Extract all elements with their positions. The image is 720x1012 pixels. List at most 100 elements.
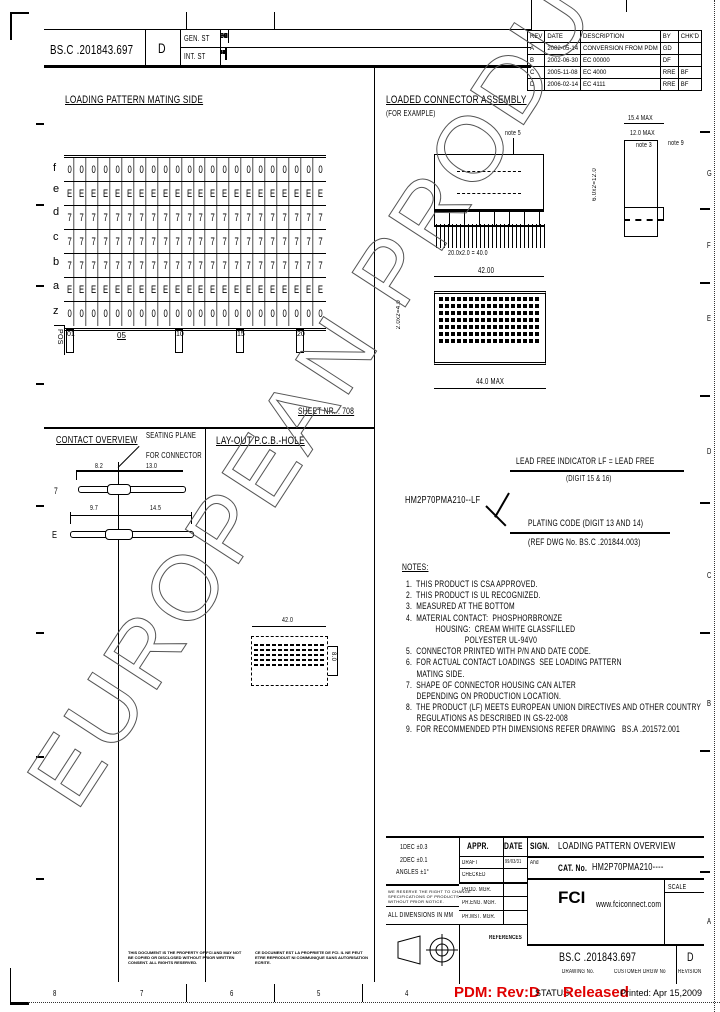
pattern-cell: 0 — [126, 302, 134, 326]
margin-tick — [700, 282, 710, 284]
pattern-cell: 0 — [197, 302, 206, 326]
pattern-cell: 0 — [293, 158, 302, 181]
header-tick — [274, 12, 275, 30]
status-code-cell: 86 — [220, 47, 227, 60]
lead-free-digits: (DIGIT 15 & 16) — [566, 474, 612, 483]
header-tick — [531, 0, 532, 30]
pattern-cell: 0 — [221, 158, 230, 181]
margin-tick — [36, 285, 44, 287]
by: GD — [659, 42, 679, 55]
pattern-cell: E — [149, 182, 158, 205]
date-column: DATE — [503, 838, 528, 924]
position-marker: 01 — [66, 329, 75, 353]
pattern-cell: 0 — [209, 158, 218, 181]
dimension-line — [252, 626, 326, 627]
int-st-label: INT. ST — [184, 52, 206, 61]
confidential-note: WE RESERVE THE RIGHT TO CHANGE SPECIFICA… — [388, 889, 471, 904]
side-dim-max: 15.4 MAX — [628, 115, 653, 122]
pattern-cell: 0 — [318, 164, 323, 176]
rev: D — [526, 78, 546, 91]
pattern-cell: E — [126, 278, 134, 301]
pattern-cell: 7 — [90, 206, 99, 229]
callout-line — [510, 532, 670, 534]
hole-row — [254, 664, 325, 666]
pattern-cell: 7 — [185, 230, 194, 253]
plating-code: PLATING CODE (DIGIT 13 AND 14) — [528, 518, 644, 528]
pattern-cell: 7 — [221, 254, 230, 277]
margin-tick — [36, 505, 44, 507]
pattern-cell: E — [197, 182, 206, 205]
pos-label: POS — [56, 329, 63, 345]
pattern-cell: 0 — [281, 158, 290, 181]
status-code-cell: 80 — [220, 30, 229, 43]
company-website[interactable]: www.fciconnect.com — [596, 899, 662, 909]
margin-tick — [700, 502, 710, 504]
pattern-cell: E — [293, 182, 302, 205]
hole-row — [254, 649, 325, 651]
lead-free-indicator: LEAD FREE INDICATOR LF = LEAD FREE — [516, 456, 655, 466]
pattern-cell: E — [114, 278, 122, 301]
pattern-cell: 0 — [102, 158, 111, 181]
note-item: 7. SHAPE OF CONNECTOR HOUSING CAN ALTER — [406, 679, 577, 690]
pattern-cell: E — [102, 278, 111, 301]
dimension-line — [76, 470, 183, 472]
width-dimension: 42.00 — [478, 266, 495, 275]
section-divider — [205, 429, 206, 982]
pattern-cell: E — [257, 182, 266, 205]
margin-tick — [36, 632, 44, 634]
pattern-cell: 7 — [102, 230, 111, 253]
dimension-bracket — [328, 646, 338, 676]
pattern-cell: E — [78, 278, 87, 301]
pattern-cell: 7 — [78, 206, 87, 229]
divider — [459, 896, 527, 897]
seating-plane-label: SEATING PLANE — [146, 431, 197, 440]
pattern-cell: 7 — [209, 230, 218, 253]
pattern-cell: 7 — [305, 230, 314, 253]
gen-st-label: GEN. ST — [184, 34, 210, 43]
note-item: 6. FOR ACTUAL CONTACT LOADINGS SEE LOADI… — [406, 657, 622, 668]
legal-text-left: THIS DOCUMENT IS THE PROPERTY OF FCI AND… — [128, 950, 242, 965]
pattern-cell: 0 — [66, 302, 75, 326]
by: DF — [659, 54, 679, 67]
border-row-label: D — [707, 447, 712, 456]
col-by: BY — [659, 30, 679, 43]
pattern-cell: 0 — [269, 158, 278, 181]
for-connector-label: FOR CONNECTOR — [146, 451, 202, 460]
divider — [527, 838, 528, 946]
divider — [527, 856, 704, 858]
section-divider — [374, 68, 375, 430]
pattern-cell: 7 — [126, 230, 134, 253]
border-col-divider — [186, 984, 187, 1002]
border-col-label: 5 — [317, 989, 321, 998]
divider — [676, 944, 677, 984]
section-divider — [44, 427, 374, 429]
divider — [220, 47, 221, 65]
pattern-cell: E — [257, 278, 266, 301]
pattern-cell: 0 — [257, 158, 266, 181]
pattern-cell: E — [149, 278, 158, 301]
note-item: REGULATIONS AS DESCRIBED IN GS-22-008 — [406, 713, 568, 724]
pattern-cell: 7 — [114, 254, 122, 277]
pattern-cell: 7 — [102, 206, 111, 229]
references-label: REFERENCES — [489, 935, 523, 941]
corner-mark-bottom-left — [10, 968, 29, 1005]
pattern-cell: E — [305, 278, 314, 301]
pattern-cell: E — [185, 278, 194, 301]
divider — [220, 30, 221, 47]
contact-crimp — [105, 529, 133, 540]
side-vertical-dim: 6.0x2=12.0 — [592, 168, 598, 201]
chkd: BF — [677, 66, 703, 79]
pattern-cell: 0 — [233, 158, 242, 181]
tolerance-2dec: 2DEC ±0.1 — [400, 857, 428, 864]
border-col-divider — [274, 984, 275, 1002]
header-tick — [626, 0, 627, 12]
pattern-cell: E — [281, 182, 290, 205]
pattern-cell: 0 — [78, 302, 87, 326]
border-row-label: F — [707, 241, 711, 250]
